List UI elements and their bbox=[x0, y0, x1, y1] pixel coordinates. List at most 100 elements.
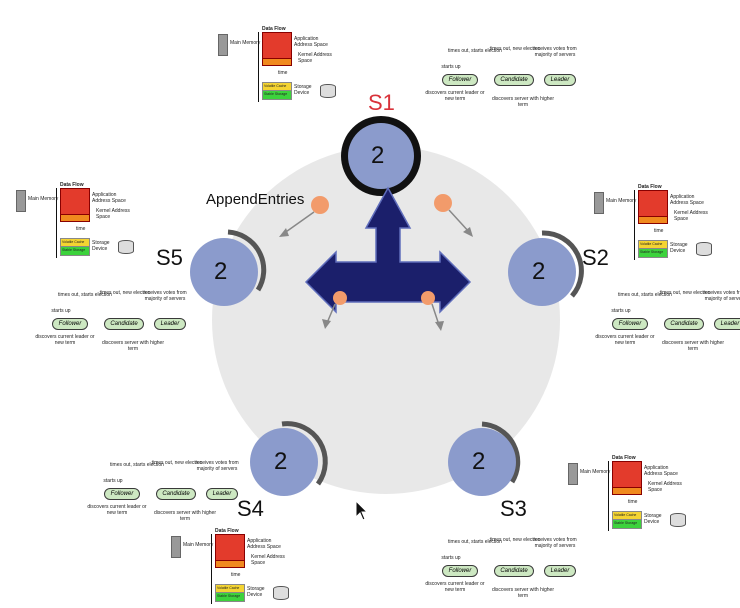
s2-term: 2 bbox=[532, 258, 546, 285]
transition-label: times out, starts election bbox=[110, 462, 164, 468]
stable-block bbox=[638, 248, 668, 258]
state-follower: Follower bbox=[442, 74, 478, 86]
message-to-s4 bbox=[333, 291, 347, 305]
storage-device-label: Storage Device bbox=[247, 586, 265, 598]
app-address-label: Application Address Space bbox=[644, 465, 678, 477]
state-leader: Leader bbox=[154, 318, 186, 330]
kernel-block bbox=[638, 216, 668, 224]
app-address-label: Application Address Space bbox=[247, 538, 281, 550]
flow-line bbox=[634, 190, 635, 260]
data-flow-title: Data Flow bbox=[612, 455, 636, 461]
main-memory-label: Main Memory bbox=[606, 198, 637, 204]
transition-label: starts up bbox=[103, 478, 123, 484]
main-memory-label: Main Memory bbox=[28, 196, 59, 202]
s1-term: 2 bbox=[371, 142, 385, 169]
disk-icon bbox=[16, 190, 26, 212]
transition-label: times out, starts election bbox=[618, 292, 672, 298]
data-flow-title: Data Flow bbox=[638, 184, 662, 190]
flow-line bbox=[211, 534, 212, 604]
message-arrow-s5 bbox=[282, 211, 315, 235]
stable-label: Stable Storage bbox=[217, 594, 241, 598]
state-candidate: Candidate bbox=[494, 565, 534, 577]
kernel-block bbox=[215, 560, 245, 568]
s5-label: S5 bbox=[156, 245, 183, 270]
app-block bbox=[215, 534, 245, 562]
message-arrow-s2 bbox=[448, 209, 471, 234]
kernel-block bbox=[60, 214, 90, 222]
flow-line bbox=[258, 32, 259, 102]
transition-label: starts up bbox=[611, 308, 631, 314]
transition-label: times out, starts election bbox=[448, 48, 502, 54]
storage-device-label: Storage Device bbox=[92, 240, 110, 252]
stable-label: Stable Storage bbox=[614, 521, 638, 525]
volatile-label: Volatile Cache bbox=[614, 513, 637, 517]
transition-label: times out, new election bbox=[489, 46, 541, 52]
transition-label: times out, new election bbox=[151, 460, 203, 466]
state-candidate: Candidate bbox=[494, 74, 534, 86]
storage-device-icon bbox=[696, 242, 712, 256]
data-flow-title: Data Flow bbox=[215, 528, 239, 534]
state-follower: Follower bbox=[104, 488, 140, 500]
app-block bbox=[60, 188, 90, 216]
stable-block bbox=[215, 592, 245, 602]
app-block bbox=[638, 190, 668, 218]
transition-label: receives votes from majority of servers bbox=[143, 290, 187, 302]
stable-label: Stable Storage bbox=[62, 248, 86, 252]
s3-label: S3 bbox=[500, 496, 527, 521]
s3-term: 2 bbox=[472, 448, 486, 475]
transition-label: starts up bbox=[51, 308, 71, 314]
time-label: time bbox=[628, 499, 638, 505]
storage-device-icon bbox=[670, 513, 686, 527]
s2-server-node bbox=[508, 238, 576, 306]
data-flow-title: Data Flow bbox=[60, 182, 84, 188]
message-to-s5 bbox=[311, 196, 329, 214]
transition-label: discovers current leader or new term bbox=[87, 504, 147, 516]
stable-label: Stable Storage bbox=[264, 92, 288, 96]
app-block bbox=[262, 32, 292, 60]
state-candidate: Candidate bbox=[664, 318, 704, 330]
transition-label: receives votes from majority of servers bbox=[703, 290, 740, 302]
storage-device-icon bbox=[320, 84, 336, 98]
kernel-address-label: Kernel Address Space bbox=[298, 52, 332, 64]
transition-label: times out, starts election bbox=[448, 539, 502, 545]
kernel-block bbox=[262, 58, 292, 66]
s4-timer-arc bbox=[281, 421, 328, 486]
disk-icon bbox=[568, 463, 578, 485]
app-address-label: Application Address Space bbox=[92, 192, 126, 204]
transition-label: discovers current leader or new term bbox=[425, 90, 485, 102]
transition-label: times out, starts election bbox=[58, 292, 112, 298]
transition-label: starts up bbox=[441, 64, 461, 70]
app-address-label: Application Address Space bbox=[670, 194, 704, 206]
message-arrowhead-s2 bbox=[463, 227, 473, 237]
s3-server-node bbox=[448, 428, 516, 496]
mouse-cursor-icon bbox=[355, 500, 369, 521]
transition-label: discovers server with higher term bbox=[492, 96, 554, 108]
state-leader: Leader bbox=[544, 74, 576, 86]
kernel-address-label: Kernel Address Space bbox=[251, 554, 285, 566]
app-address-label: Application Address Space bbox=[294, 36, 328, 48]
time-label: time bbox=[654, 228, 664, 234]
disk-icon bbox=[171, 536, 181, 558]
main-memory-label: Main Memory bbox=[230, 40, 261, 46]
transition-label: discovers current leader or new term bbox=[425, 581, 485, 593]
transition-label: receives votes from majority of servers bbox=[195, 460, 239, 472]
s5-timer-arc bbox=[227, 229, 267, 292]
message-arrowhead-s3 bbox=[435, 321, 444, 331]
s4-label: S4 bbox=[237, 496, 264, 521]
s4-term: 2 bbox=[274, 448, 288, 475]
message-arrow-s3 bbox=[431, 303, 440, 326]
s5-server-node bbox=[190, 238, 258, 306]
transition-label: times out, new election bbox=[489, 537, 541, 543]
transition-label: times out, new election bbox=[99, 290, 151, 296]
transition-label: receives votes from majority of servers bbox=[533, 46, 577, 58]
transition-label: discovers server with higher term bbox=[102, 340, 164, 352]
transition-label: starts up bbox=[441, 555, 461, 561]
volatile-label: Volatile Cache bbox=[640, 242, 663, 246]
flow-line bbox=[56, 188, 57, 258]
